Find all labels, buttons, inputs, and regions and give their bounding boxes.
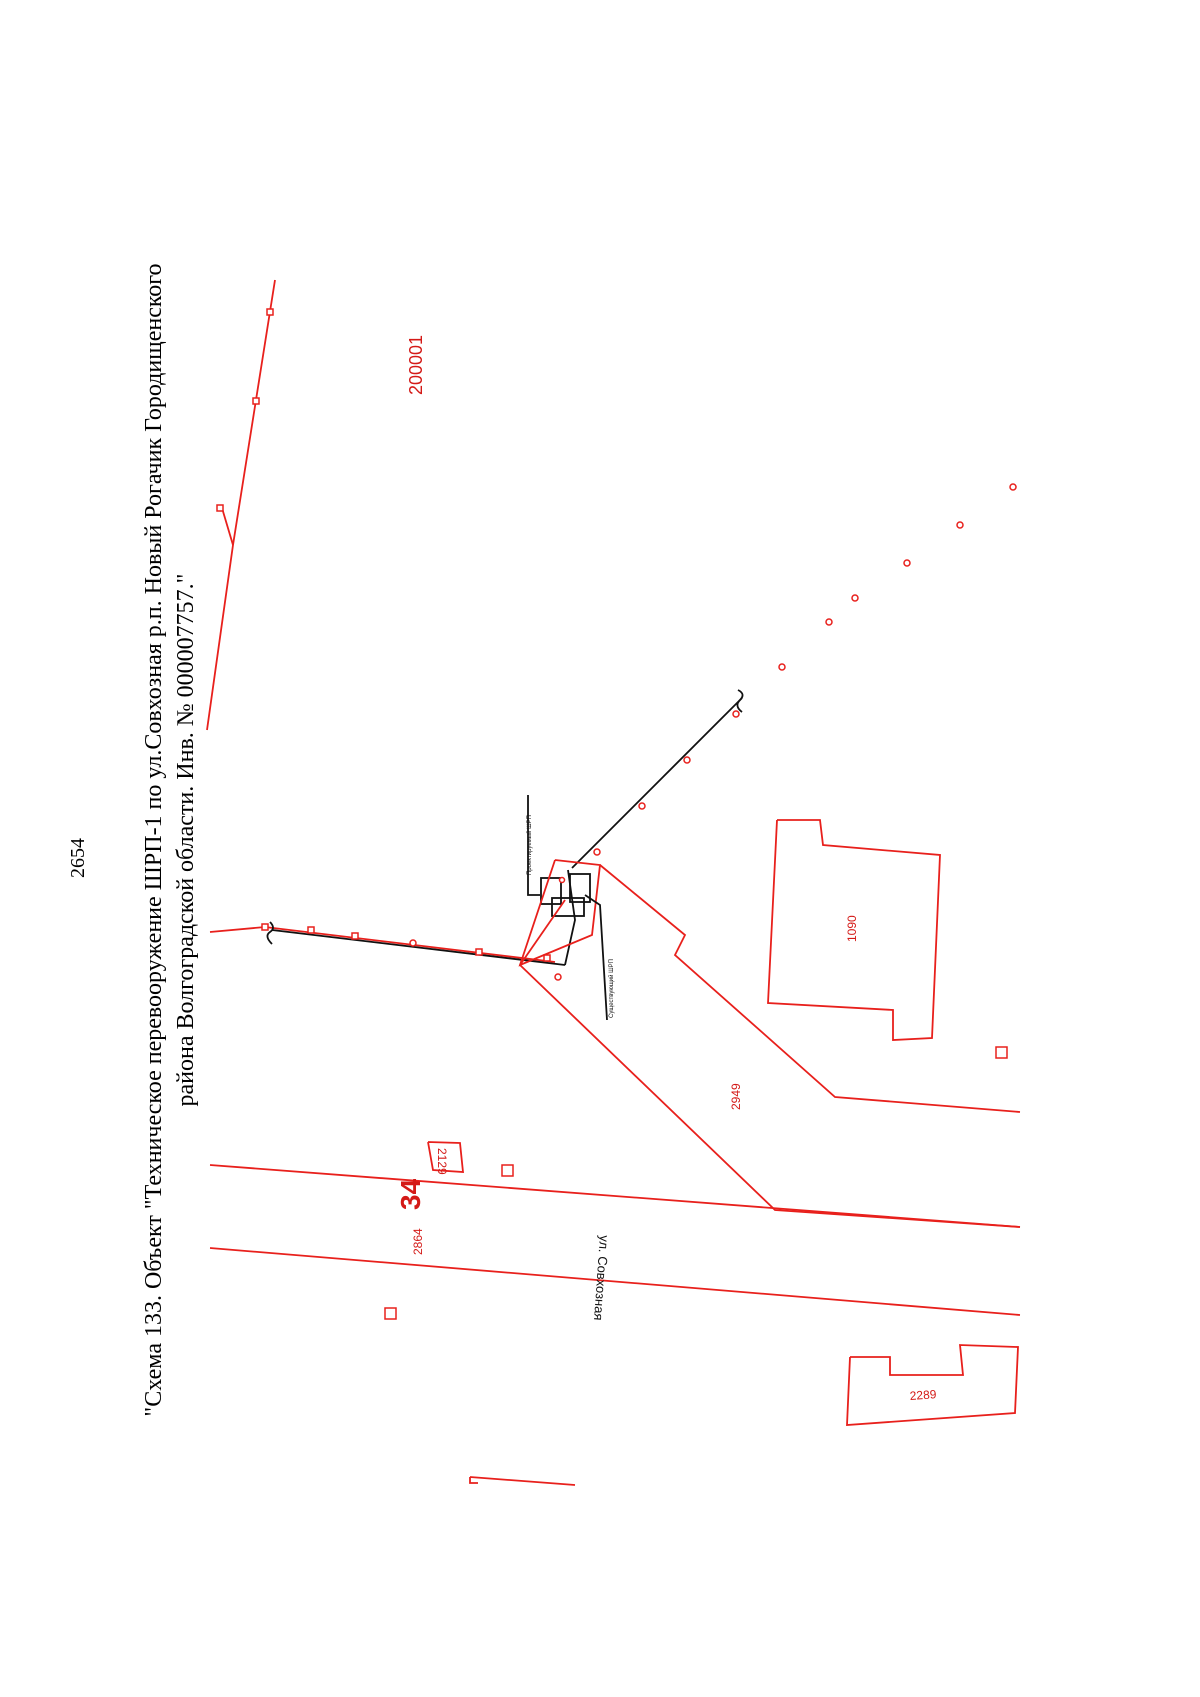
parcel-fragment-corner (469, 1477, 478, 1484)
parcel-label-200001: 200001 (406, 335, 426, 395)
parcel-2949-boundary (519, 964, 1021, 1228)
parcel-1090-boundary (767, 819, 941, 1041)
shrp-cabinet (518, 795, 608, 1021)
marker-square (501, 1164, 514, 1177)
parcel-label-2864: 2864 (411, 1228, 425, 1255)
street-edge-south (209, 1247, 1021, 1316)
parcel-label-2289: 2289 (909, 1387, 937, 1403)
block-number-label: 34 (395, 1178, 426, 1210)
street-edge-north (209, 1164, 1021, 1228)
parcel-label-2949: 2949 (729, 1083, 743, 1110)
parcel-label-2129: 2129 (435, 1148, 449, 1175)
parcel-2289-boundary (846, 1344, 1019, 1426)
marker-square (384, 1307, 397, 1320)
parcel-fragment-bottom (469, 1476, 576, 1486)
parcel-2949-boundary-right (599, 864, 1021, 1113)
existing-shrp-label: Существующий ШРП (608, 959, 615, 1018)
parcel-2129-box (427, 1141, 465, 1173)
marker-square (995, 1046, 1008, 1059)
gas-pipeline-right (571, 689, 744, 869)
projected-shrp-label: Проектируемый ШРП (526, 815, 533, 875)
street-name-label: ул. Совхозная (591, 1235, 612, 1321)
gas-pipeline-left (209, 921, 566, 981)
boundary-line-top (206, 279, 276, 731)
parcel-label-1090: 1090 (845, 915, 859, 942)
vertex-chain-right (778, 483, 1017, 671)
